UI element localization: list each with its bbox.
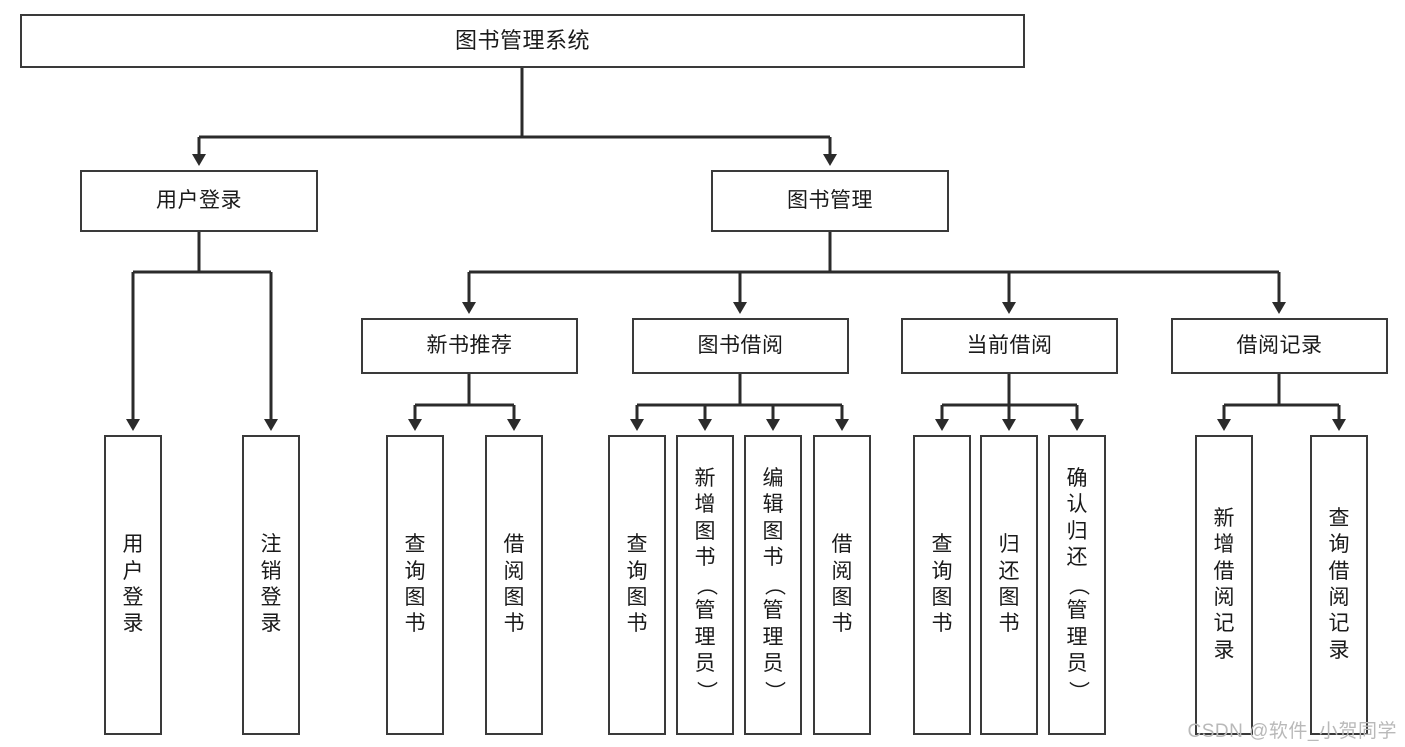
leaf-query-books-rec[interactable]: 查询图书 [386, 435, 444, 735]
leaf-return-books[interactable]: 归还图书 [980, 435, 1038, 735]
node-label: 用户登录 [156, 189, 242, 213]
node-user-login[interactable]: 用户登录 [80, 170, 318, 232]
node-label: 借阅图书 [831, 533, 853, 636]
node-label: 确认归还（管理员） [1066, 466, 1090, 702]
node-label: 当前借阅 [966, 334, 1053, 358]
node-book-borrowing[interactable]: 图书借阅 [632, 318, 849, 374]
node-current-borrowing[interactable]: 当前借阅 [901, 318, 1118, 374]
node-label: 查询图书 [931, 533, 953, 636]
node-new-book-recommendation[interactable]: 新书推荐 [361, 318, 578, 374]
node-label: 编辑图书（管理员） [762, 466, 786, 702]
leaf-add-book-admin[interactable]: 新增图书（管理员） [676, 435, 734, 735]
node-label: 借阅记录 [1236, 334, 1323, 358]
node-label: 借阅图书 [503, 533, 525, 636]
node-borrowing-records[interactable]: 借阅记录 [1171, 318, 1388, 374]
node-root-library-system[interactable]: 图书管理系统 [20, 14, 1025, 68]
leaf-edit-book-admin[interactable]: 编辑图书（管理员） [744, 435, 802, 735]
leaf-user-login[interactable]: 用户登录 [104, 435, 162, 735]
leaf-query-books-current[interactable]: 查询图书 [913, 435, 971, 735]
node-label: 查询图书 [626, 533, 648, 636]
node-label: 新增借阅记录 [1213, 506, 1235, 662]
node-label: 用户登录 [122, 533, 144, 636]
leaf-borrow-books-rec[interactable]: 借阅图书 [485, 435, 543, 735]
node-label: 注销登录 [260, 533, 282, 636]
leaf-confirm-return-admin[interactable]: 确认归还（管理员） [1048, 435, 1106, 735]
leaf-query-borrow-record[interactable]: 查询借阅记录 [1310, 435, 1368, 735]
leaf-add-borrow-record[interactable]: 新增借阅记录 [1195, 435, 1253, 735]
node-label: 新书推荐 [426, 334, 513, 358]
node-label: 查询图书 [404, 533, 426, 636]
leaf-borrow-books[interactable]: 借阅图书 [813, 435, 871, 735]
watermark-text: CSDN @软件_小贺同学 [1187, 721, 1397, 742]
node-label: 新增图书（管理员） [694, 466, 718, 702]
leaf-logout[interactable]: 注销登录 [242, 435, 300, 735]
node-label: 图书借阅 [697, 334, 784, 358]
node-label: 查询借阅记录 [1328, 506, 1350, 662]
node-book-management[interactable]: 图书管理 [711, 170, 949, 232]
node-label: 图书管理系统 [454, 27, 590, 53]
leaf-query-books-borrow[interactable]: 查询图书 [608, 435, 666, 735]
node-label: 归还图书 [998, 533, 1020, 636]
node-label: 图书管理 [787, 189, 873, 213]
